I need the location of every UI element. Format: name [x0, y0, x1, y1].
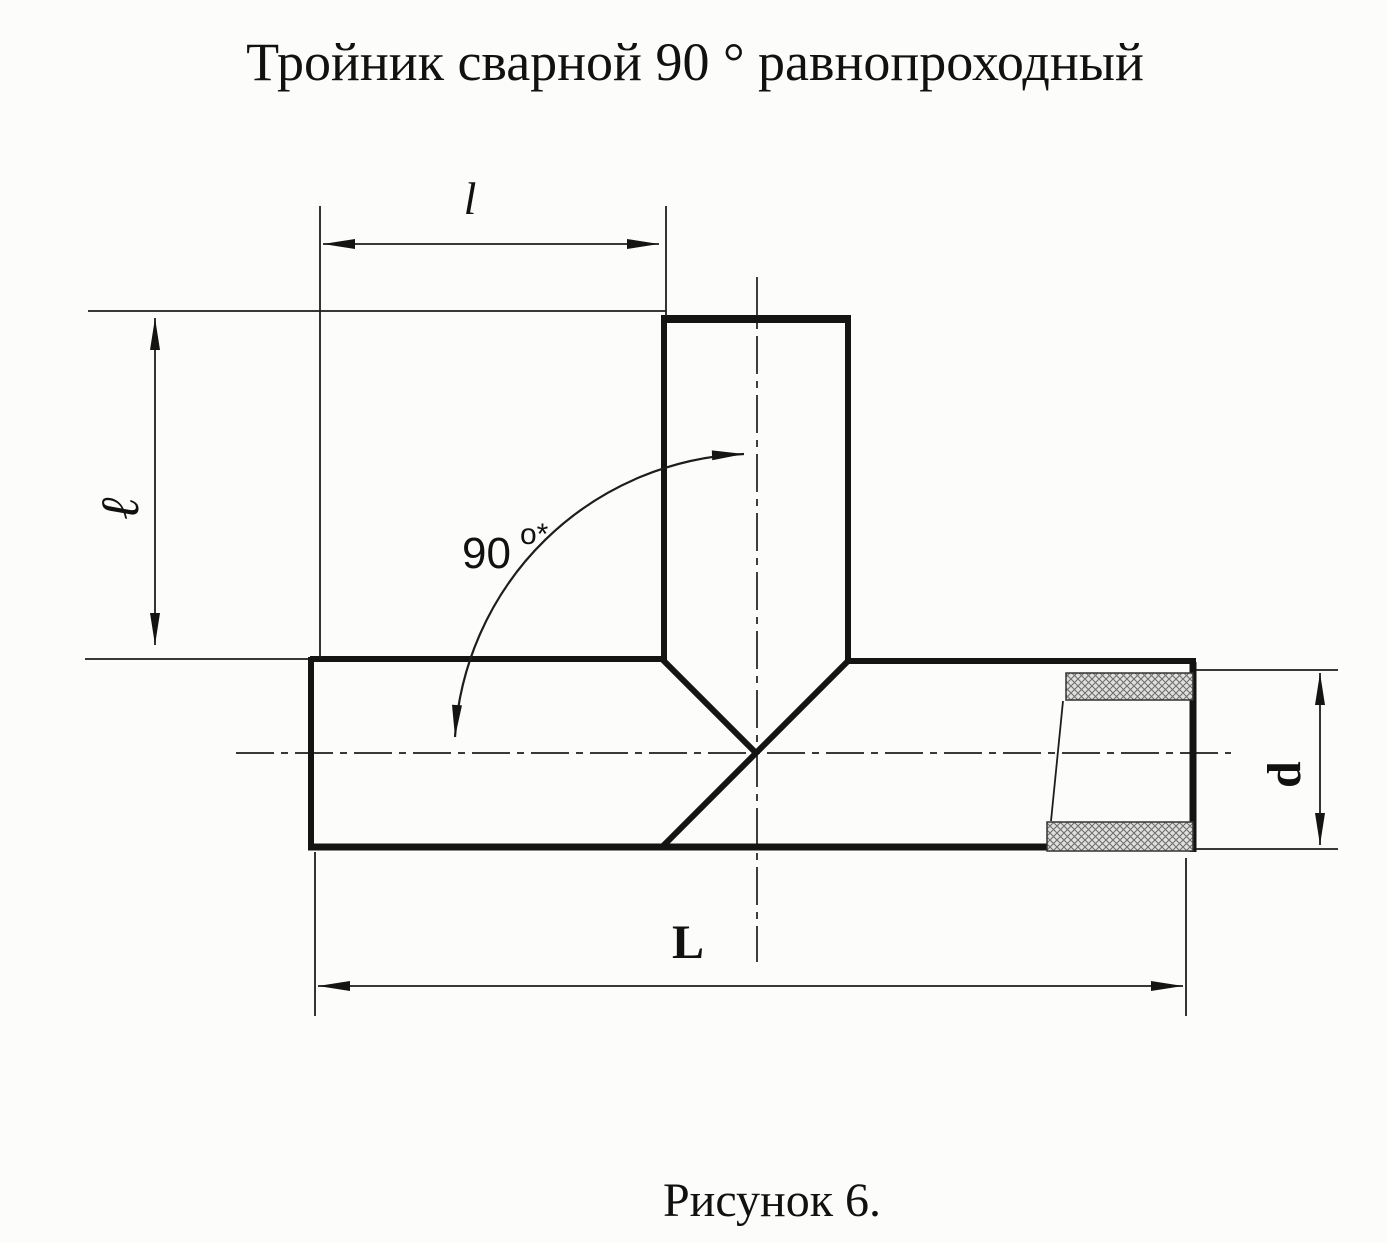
weld-seam-right — [659, 657, 852, 850]
dimension-lines — [150, 239, 1325, 991]
angle-arc — [452, 450, 745, 738]
label-total-length: L — [672, 916, 704, 969]
centerlines — [236, 277, 1231, 962]
drawing-title: Тройник сварной 90 ° равнопроходный — [246, 32, 1144, 92]
wall-hatch-bottom — [1046, 821, 1194, 852]
label-branch-width: l — [464, 173, 477, 224]
figure-caption: Рисунок 6. — [663, 1174, 881, 1227]
label-branch-height: ℓ — [88, 497, 151, 520]
inner-wall-line — [1050, 700, 1064, 822]
weld-seam-left — [660, 657, 759, 756]
pipe-outline — [308, 315, 1197, 852]
wall-section — [1046, 672, 1194, 852]
label-diameter: d — [1258, 761, 1311, 788]
wall-hatch-top — [1065, 672, 1194, 701]
extension-lines — [85, 206, 1338, 1016]
